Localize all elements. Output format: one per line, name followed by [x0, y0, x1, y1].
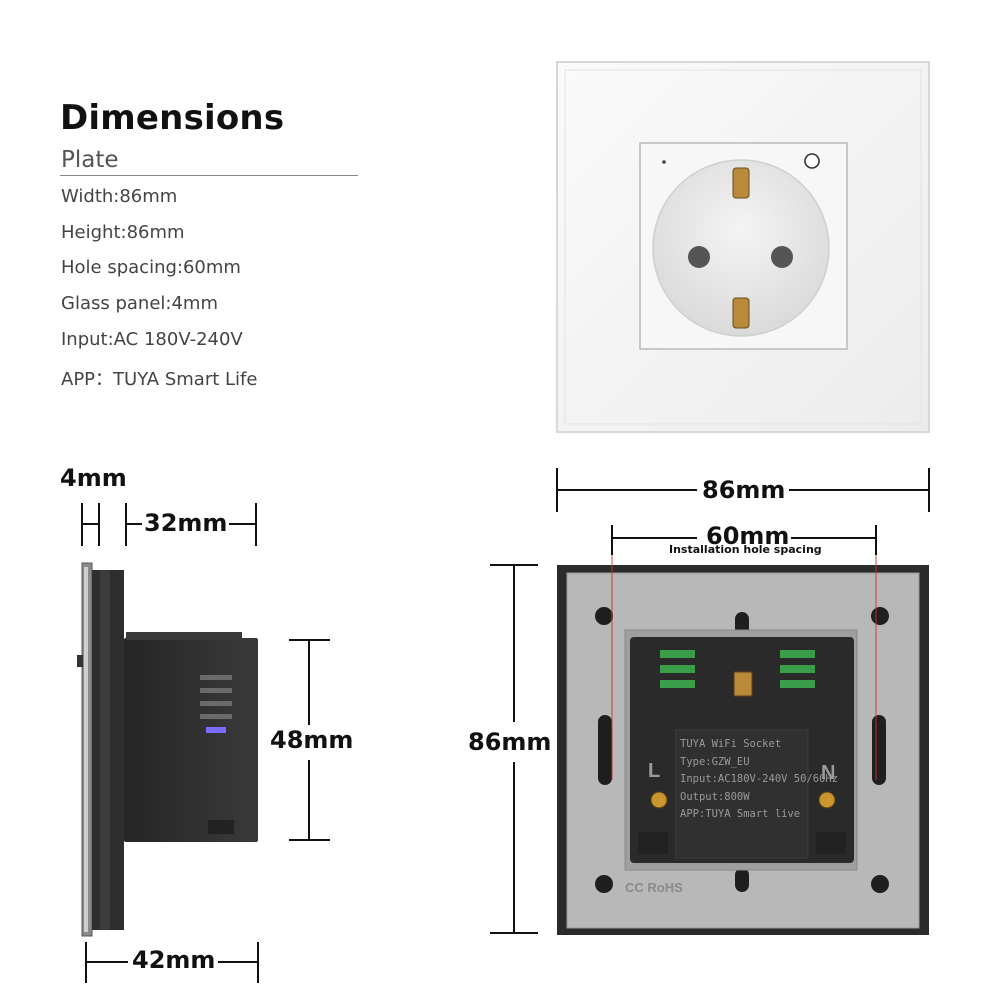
side-dimension-lines: [81, 503, 330, 983]
slot-right: [872, 715, 886, 785]
earth-clip-top: [732, 167, 750, 199]
module-label-line: Input:AC180V-240V 50/60Hz: [680, 773, 839, 785]
dim-total-depth: 42mm: [130, 946, 218, 974]
dim-glass-thickness: 4mm: [58, 464, 129, 492]
module-label-line: Type:GZW_EU: [680, 755, 750, 768]
earth-clip-bottom: [732, 297, 750, 329]
spec-app: APP：TUYA Smart Life: [61, 369, 258, 390]
mount-hole-bl: [595, 875, 613, 893]
socket-recess: [652, 159, 830, 337]
back-dimension-lines: [490, 468, 930, 934]
dim-module-height: 48mm: [268, 726, 356, 754]
page-title: Dimensions: [60, 98, 285, 138]
spec-input: Input:AC 180V-240V: [61, 329, 243, 350]
terminal-screw-n: [818, 791, 836, 809]
spec-width: Width:86mm: [61, 186, 178, 207]
spec-height: Height:86mm: [61, 222, 185, 243]
terminal-screw-l: [650, 791, 668, 809]
terminal-l-label: L: [648, 760, 661, 782]
pin-hole-right: [771, 246, 793, 268]
dim-body-depth: 32mm: [142, 509, 230, 537]
title-divider: [60, 175, 358, 176]
mount-hole-tl: [595, 607, 613, 625]
side-view: [77, 562, 258, 937]
dim-width: 86mm: [700, 476, 788, 504]
back-view: [557, 565, 929, 935]
module-label-line: APP:TUYA Smart live: [680, 808, 801, 820]
spec-hole-spacing: Hole spacing:60mm: [61, 257, 241, 278]
module-label: TUYA WiFi Socket Type:GZW_EU Input:AC180…: [680, 736, 838, 824]
module-label-line: TUYA WiFi Socket: [680, 738, 782, 750]
mount-hole-tr: [871, 607, 889, 625]
terminal-n-label: N: [821, 762, 836, 784]
dim-hole-spacing: 60mm: [704, 522, 792, 550]
touch-button: [804, 153, 820, 169]
pin-hole-left: [688, 246, 710, 268]
hole-spacing-caption: Installation hole spacing: [669, 543, 822, 556]
module-label-line: Output:800W: [680, 790, 750, 803]
cert-mark: CC RoHS: [625, 880, 683, 895]
slot-left: [598, 715, 612, 785]
front-glass-panel: [556, 61, 930, 433]
mount-hole-br: [871, 875, 889, 893]
section-subtitle: Plate: [61, 147, 119, 173]
indicator-dot: [662, 160, 666, 164]
dim-height: 86mm: [466, 728, 554, 756]
spec-glass-panel: Glass panel:4mm: [61, 293, 218, 314]
